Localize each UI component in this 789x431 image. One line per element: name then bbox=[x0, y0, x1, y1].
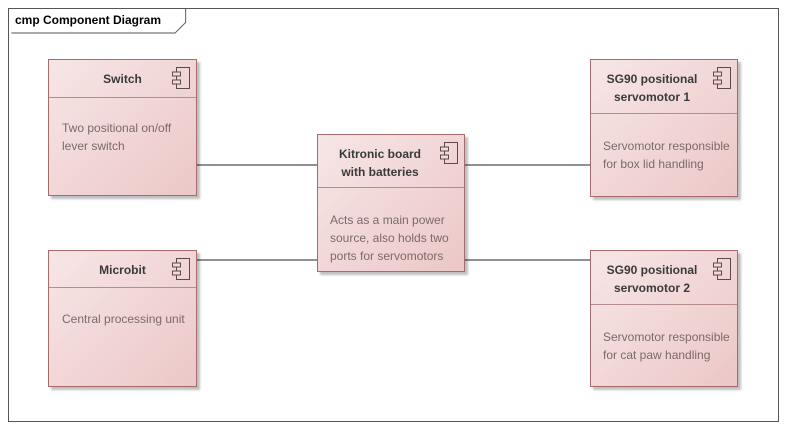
component-servomotor-1[interactable]: SG90 positional servomotor 1 Servomotor … bbox=[590, 59, 738, 197]
component-name: SG90 positional servomotor 2 bbox=[606, 263, 698, 295]
component-icon bbox=[713, 258, 731, 280]
component-name: Microbit bbox=[99, 263, 146, 277]
diagram-frame bbox=[8, 8, 779, 422]
component-name: SG90 positional servomotor 1 bbox=[606, 72, 698, 104]
component-header bbox=[318, 135, 464, 188]
component-description: Servomotor responsible for cat paw handl… bbox=[603, 330, 730, 362]
component-header bbox=[49, 60, 196, 98]
component-description: Central processing unit bbox=[62, 312, 185, 326]
component-name: Switch bbox=[103, 72, 142, 86]
component-switch[interactable]: Switch Two positional on/off lever switc… bbox=[48, 59, 197, 196]
component-microbit[interactable]: Microbit Central processing unit bbox=[48, 250, 197, 387]
component-header bbox=[49, 251, 196, 288]
component-icon bbox=[172, 67, 190, 89]
frame-title-tab bbox=[11, 8, 187, 34]
diagram-title: cmp Component Diagram bbox=[15, 13, 162, 27]
component-icon bbox=[172, 258, 190, 280]
component-servomotor-2[interactable]: SG90 positional servomotor 2 Servomotor … bbox=[590, 250, 738, 387]
component-header bbox=[591, 60, 737, 114]
component-kitronic-board[interactable]: Kitronic board with batteries Acts as a … bbox=[317, 134, 465, 272]
component-header bbox=[591, 251, 737, 305]
component-description: Two positional on/off lever switch bbox=[62, 121, 172, 153]
component-description: Acts as a main power source, also holds … bbox=[330, 213, 449, 263]
component-icon bbox=[440, 142, 458, 164]
component-icon bbox=[713, 67, 731, 89]
component-description: Servomotor responsible for box lid handl… bbox=[603, 139, 730, 171]
component-name: Kitronic board with batteries bbox=[338, 147, 421, 179]
